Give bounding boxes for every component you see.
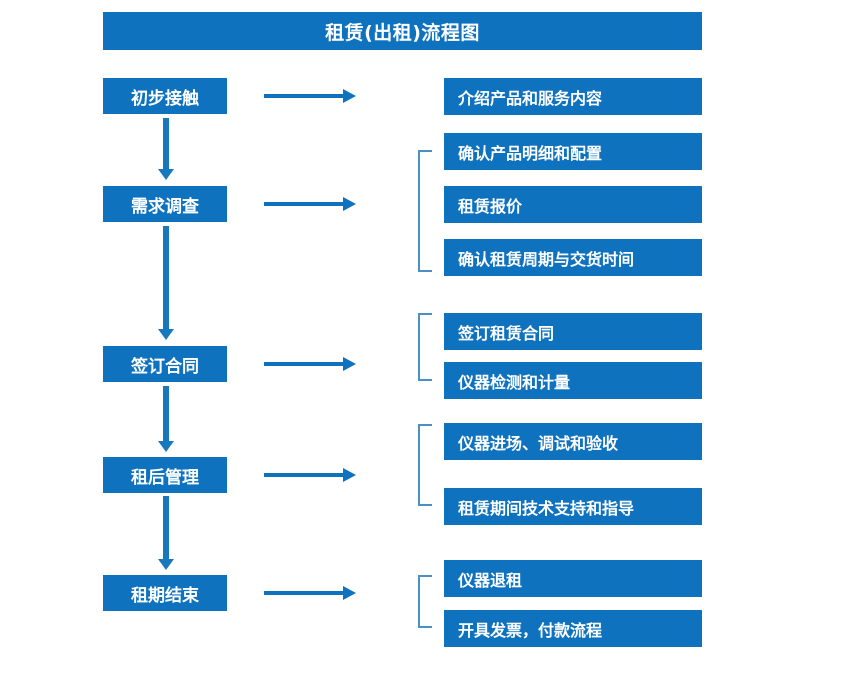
stage-box-4[interactable]: 租后管理 xyxy=(103,457,227,493)
stage-box-3[interactable]: 签订合同 xyxy=(103,346,227,382)
group-bracket-2 xyxy=(418,313,432,381)
task-box-3[interactable]: 租赁报价 xyxy=(444,186,702,223)
stage-box-5[interactable]: 租期结束 xyxy=(103,575,227,611)
group-bracket-4 xyxy=(418,575,432,628)
vertical-arrow-3 xyxy=(158,386,174,452)
arrow-head-right-icon xyxy=(343,89,356,103)
arrow-shaft xyxy=(264,202,344,206)
task-box-9[interactable]: 仪器退租 xyxy=(444,560,702,597)
vertical-arrow-2 xyxy=(158,226,174,340)
arrow-head-down-icon xyxy=(158,441,174,452)
horizontal-arrow-4 xyxy=(264,468,356,482)
arrow-head-down-icon xyxy=(158,169,174,180)
horizontal-arrow-2 xyxy=(264,197,356,211)
arrow-shaft xyxy=(264,362,344,366)
task-box-6[interactable]: 仪器检测和计量 xyxy=(444,362,702,399)
arrow-head-right-icon xyxy=(343,468,356,482)
arrow-shaft xyxy=(264,591,344,595)
arrow-shaft xyxy=(163,118,169,169)
task-box-4[interactable]: 确认租赁周期与交货时间 xyxy=(444,239,702,276)
arrow-head-right-icon xyxy=(343,357,356,371)
horizontal-arrow-5 xyxy=(264,586,356,600)
task-box-1[interactable]: 介绍产品和服务内容 xyxy=(444,78,702,115)
flowchart-title: 租赁(出租)流程图 xyxy=(103,12,702,50)
group-bracket-1 xyxy=(418,150,432,272)
arrow-head-down-icon xyxy=(158,329,174,340)
arrow-head-right-icon xyxy=(343,197,356,211)
horizontal-arrow-1 xyxy=(264,89,356,103)
group-bracket-3 xyxy=(418,424,432,506)
arrow-shaft xyxy=(264,94,344,98)
stage-box-1[interactable]: 初步接触 xyxy=(103,78,227,114)
vertical-arrow-4 xyxy=(158,496,174,570)
arrow-shaft xyxy=(163,496,169,559)
vertical-arrow-1 xyxy=(158,118,174,180)
arrow-shaft xyxy=(163,386,169,441)
arrow-shaft xyxy=(163,226,169,329)
horizontal-arrow-3 xyxy=(264,357,356,371)
task-box-7[interactable]: 仪器进场、调试和验收 xyxy=(444,423,702,460)
task-box-10[interactable]: 开具发票，付款流程 xyxy=(444,610,702,647)
arrow-head-right-icon xyxy=(343,586,356,600)
task-box-2[interactable]: 确认产品明细和配置 xyxy=(444,133,702,170)
arrow-head-down-icon xyxy=(158,559,174,570)
task-box-8[interactable]: 租赁期间技术支持和指导 xyxy=(444,488,702,525)
task-box-5[interactable]: 签订租赁合同 xyxy=(444,313,702,350)
arrow-shaft xyxy=(264,473,344,477)
stage-box-2[interactable]: 需求调查 xyxy=(103,186,227,222)
